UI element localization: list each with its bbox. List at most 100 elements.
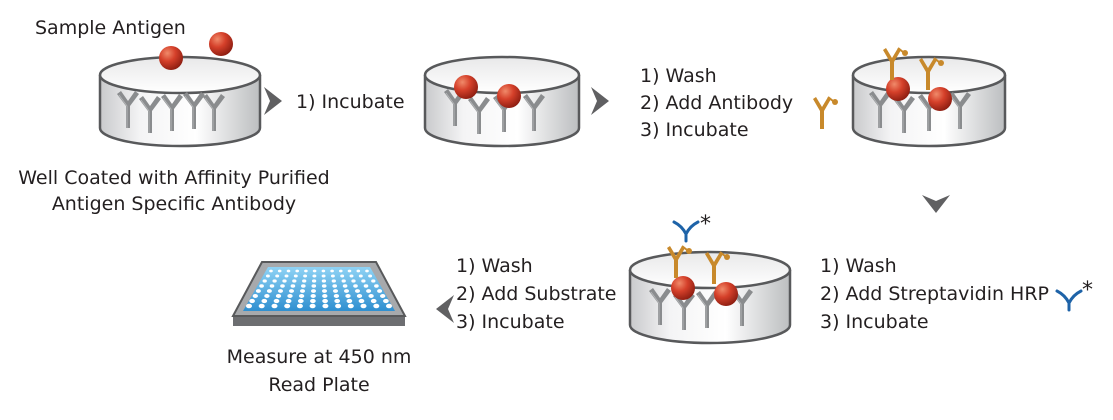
plate-well: [309, 303, 316, 309]
plate-well: [295, 269, 300, 273]
plate-well: [380, 294, 386, 298]
step4-wash: 1) Wash: [456, 255, 533, 277]
plate-well: [322, 298, 328, 304]
plate-well: [310, 294, 316, 298]
plate-well: [346, 298, 353, 304]
plate-well: [351, 279, 356, 283]
plate-well: [356, 294, 363, 298]
well-2: [423, 55, 581, 148]
plate-well: [373, 303, 380, 309]
plate-well: [272, 279, 277, 283]
plate-well: [349, 274, 354, 278]
antigen-ball: [928, 87, 952, 111]
step3-wash: 1) Wash: [820, 255, 897, 277]
plate-well: [278, 289, 283, 293]
plate-well: [347, 303, 354, 309]
plate-wells: [246, 269, 392, 309]
plate-well: [365, 269, 369, 273]
antigen-ball: [454, 75, 478, 99]
plate-well: [249, 298, 255, 304]
plate-well: [269, 284, 275, 288]
plate-well: [366, 289, 372, 293]
antigen-ball: [159, 46, 183, 70]
plate-well: [321, 269, 326, 273]
plate-well: [297, 298, 304, 304]
plate-well: [296, 303, 303, 309]
plate-well: [322, 303, 329, 309]
measure-label-line1: Measure at 450 nm: [226, 346, 412, 368]
step2-add-antibody: 2) Add Antibody: [640, 92, 794, 114]
plate-well: [321, 284, 327, 288]
sample-antigen-label: Sample Antigen: [35, 17, 186, 39]
plate-well: [282, 279, 287, 283]
plate-well: [284, 274, 289, 278]
plate-well: [322, 294, 328, 298]
step4-add-substrate: 2) Add Substrate: [456, 283, 617, 305]
plate-well: [286, 269, 291, 273]
plate-well: [386, 303, 392, 309]
plate-well: [334, 298, 341, 304]
well-1: [98, 32, 262, 148]
plate-well: [322, 289, 327, 293]
plate-well: [261, 298, 268, 304]
plate-well: [311, 289, 316, 293]
arrow-down-icon: [922, 195, 950, 213]
plate-well: [252, 294, 258, 298]
plate-well: [277, 269, 282, 273]
plate-well: [280, 284, 285, 288]
well-4: [628, 220, 792, 345]
plate-well: [290, 284, 296, 288]
plate-well: [304, 269, 308, 273]
plate-well: [342, 284, 348, 288]
plate-well: [300, 289, 305, 293]
plate-well: [339, 269, 343, 273]
plate-well: [332, 284, 338, 288]
plate-well: [333, 294, 340, 298]
antigen-ball: [886, 77, 910, 101]
plate-well: [353, 284, 358, 288]
plate-well: [259, 284, 264, 288]
arrow-right-icon: [264, 87, 282, 115]
plate-well: [302, 279, 307, 283]
plate-well: [377, 289, 383, 293]
plate-well: [275, 294, 282, 298]
plate-well: [355, 289, 360, 293]
plate-well: [312, 269, 317, 273]
hrp-legend-icon: [1055, 289, 1083, 312]
plate-well: [293, 274, 298, 278]
plate-well: [312, 274, 317, 278]
plate-well: [311, 279, 317, 283]
plate-well: [298, 294, 305, 298]
asterisk-icon: *: [1082, 278, 1093, 303]
plate-well: [371, 279, 376, 283]
arrow-left-icon: [436, 295, 454, 323]
plate-well: [265, 274, 270, 278]
plate-well: [358, 274, 363, 278]
step1-incubate: 1) Incubate: [296, 91, 405, 113]
antibody-legend-icon: [812, 96, 839, 130]
measure-label-line2: Read Plate: [268, 374, 370, 396]
plate-well: [311, 284, 317, 288]
streptavidin-hrp-icon: [672, 220, 700, 243]
plate-well: [321, 274, 326, 278]
plate-well: [269, 269, 273, 273]
well-coated-label-line2: Antigen Specific Antibody: [51, 193, 297, 215]
plate-well: [331, 279, 336, 283]
plate-well: [335, 303, 342, 309]
plate-well: [275, 274, 280, 278]
plate-well: [360, 303, 367, 309]
plate-well: [383, 298, 389, 304]
step2-incubate: 3) Incubate: [640, 119, 749, 141]
plate-well: [330, 274, 335, 278]
plate-well: [246, 303, 252, 309]
plate-well: [356, 269, 361, 273]
step3-incubate: 3) Incubate: [820, 311, 929, 333]
plate-well: [292, 279, 297, 283]
plate-well: [300, 284, 306, 288]
plate-well: [289, 289, 294, 293]
asterisk-icon: *: [700, 212, 711, 237]
plate-well: [347, 269, 352, 273]
plate-well: [284, 303, 291, 309]
plate-well: [341, 279, 346, 283]
plate-well: [345, 294, 351, 298]
